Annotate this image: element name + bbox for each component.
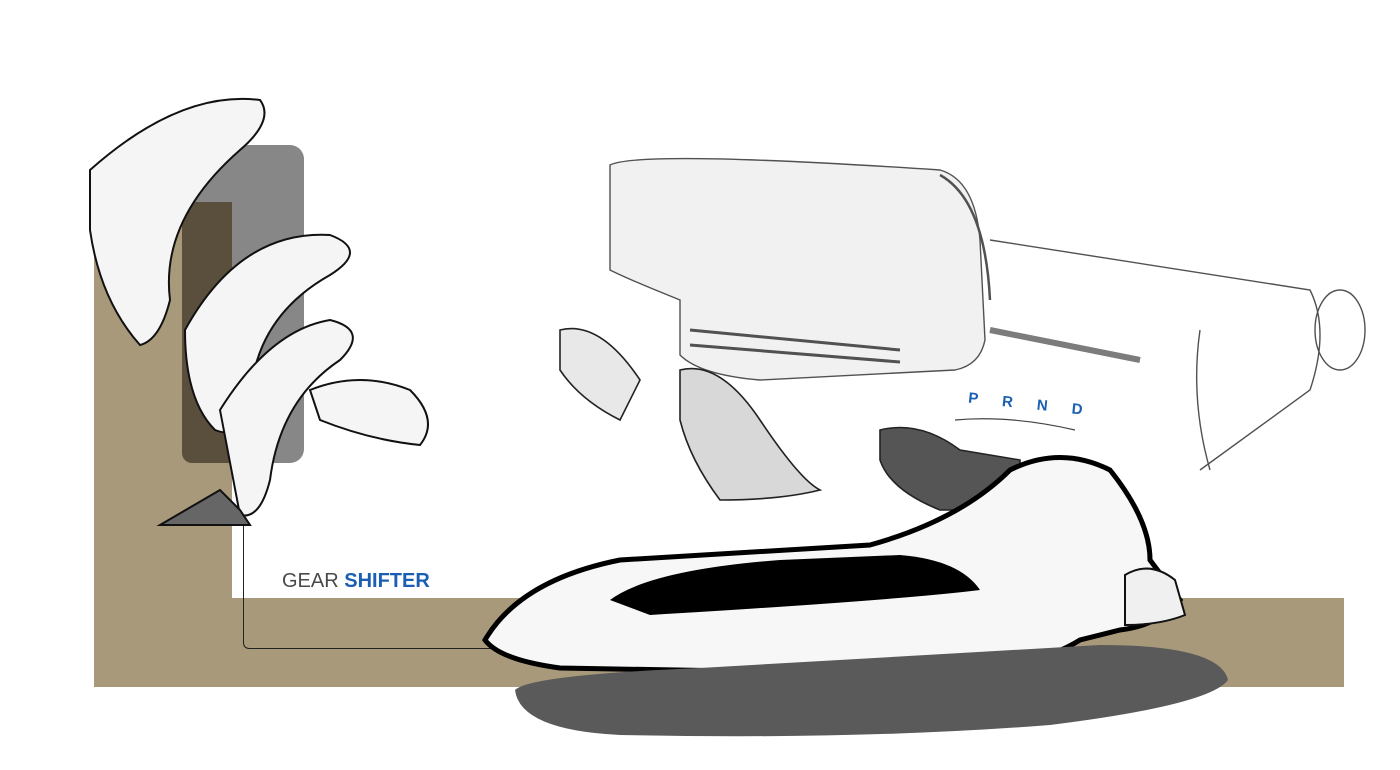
title-label: GEAR SHIFTER [282, 570, 430, 593]
console-shadow [515, 645, 1228, 737]
title-part-shifter: SHIFTER [344, 570, 430, 592]
title-part-gear: GEAR [282, 570, 339, 592]
callout-line [243, 512, 494, 649]
